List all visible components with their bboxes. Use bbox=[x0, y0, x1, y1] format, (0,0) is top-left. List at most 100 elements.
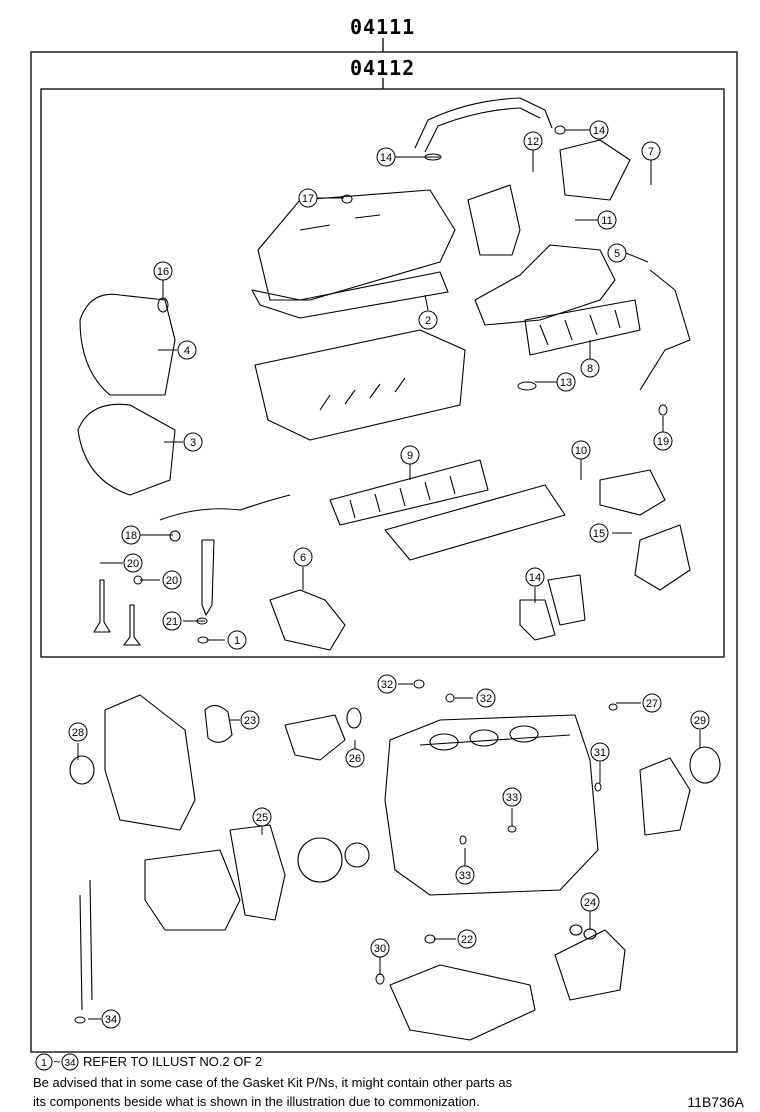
intake-gasket-shape bbox=[329, 459, 489, 526]
range-tilde: ~ bbox=[53, 1055, 60, 1069]
water-inlet-shape bbox=[284, 714, 346, 761]
refer-note: REFER TO ILLUST NO.2 OF 2 bbox=[83, 1054, 263, 1069]
rear-seal-retainer-shape bbox=[639, 757, 691, 836]
callout-circle bbox=[162, 570, 182, 590]
callout-circle bbox=[590, 742, 610, 762]
callout-labels: 14 14 12 7 17 11 5 16 2 4 8 13 3 19 9 10… bbox=[72, 125, 706, 1026]
callout-label: 1 bbox=[234, 635, 240, 647]
kit-code-outer: 04111 bbox=[350, 15, 416, 39]
callout-circle bbox=[370, 938, 390, 958]
callout-circle bbox=[162, 611, 182, 631]
callout-label: 26 bbox=[349, 753, 361, 765]
callout-label: 17 bbox=[302, 193, 314, 205]
callout-label: 7 bbox=[648, 146, 654, 158]
part-sketches bbox=[69, 97, 721, 1041]
callout-label: 21 bbox=[166, 616, 178, 628]
callout-circle bbox=[400, 445, 420, 465]
callout-circle bbox=[589, 120, 609, 140]
range-to-label: 34 bbox=[64, 1058, 76, 1069]
valve-right-shape bbox=[123, 604, 141, 646]
cylinder-bores-shape bbox=[429, 725, 539, 751]
callout-circle bbox=[589, 523, 609, 543]
callout-circle bbox=[690, 710, 710, 730]
callout-label: 6 bbox=[300, 552, 306, 564]
callout-label: 23 bbox=[244, 715, 256, 727]
valve-left-shape bbox=[93, 579, 111, 633]
callout-circle bbox=[523, 131, 543, 151]
range-from-label: 1 bbox=[41, 1058, 47, 1069]
egr-valve-shape bbox=[519, 574, 586, 641]
injector-shape bbox=[201, 539, 215, 616]
callout-label: 28 bbox=[72, 727, 84, 739]
timing-cover-lower-shape bbox=[77, 403, 176, 496]
callout-circle bbox=[502, 787, 522, 807]
callout-circle bbox=[177, 340, 197, 360]
advisory-line-2: its components beside what is shown in t… bbox=[33, 1094, 480, 1109]
callout-circle bbox=[597, 210, 617, 230]
callout-circle bbox=[227, 630, 247, 650]
intake-manifold-shape bbox=[384, 484, 566, 561]
callout-circle bbox=[571, 440, 591, 460]
o-ring-24-shape bbox=[569, 924, 597, 940]
kit-code-inner: 04112 bbox=[350, 56, 416, 80]
water-pump-gasket-shape bbox=[229, 824, 286, 921]
callout-label: 32 bbox=[381, 679, 393, 691]
callout-circle bbox=[641, 141, 661, 161]
footer-range: 1 ~ 34 bbox=[35, 1053, 79, 1071]
callout-label: 27 bbox=[646, 698, 658, 710]
seal-28-shape bbox=[69, 755, 95, 785]
callout-circle bbox=[183, 432, 203, 452]
callout-circle bbox=[556, 372, 576, 392]
callout-label: 3 bbox=[190, 437, 196, 449]
callout-label: 14 bbox=[529, 572, 541, 584]
callout-label: 29 bbox=[694, 715, 706, 727]
front-case-shape bbox=[104, 694, 196, 831]
callout-label: 15 bbox=[593, 528, 605, 540]
callout-label: 22 bbox=[461, 934, 473, 946]
callout-label: 18 bbox=[125, 530, 137, 542]
glow-harness-shape bbox=[159, 494, 291, 521]
callout-label: 12 bbox=[527, 136, 539, 148]
o-ring-23-shape bbox=[204, 704, 233, 743]
callout-circle bbox=[642, 693, 662, 713]
kit-frames bbox=[30, 38, 738, 1053]
callout-label: 24 bbox=[584, 897, 596, 909]
seal-26-shape bbox=[346, 707, 362, 729]
callout-label: 20 bbox=[166, 575, 178, 587]
callout-circle bbox=[240, 710, 260, 730]
callout-label: 11 bbox=[601, 215, 612, 227]
cylinder-head-shape bbox=[254, 329, 466, 441]
callout-label: 19 bbox=[657, 436, 669, 448]
small-parts bbox=[74, 125, 668, 1024]
oil-cooler-shape bbox=[554, 929, 626, 1001]
callout-label: 33 bbox=[459, 870, 471, 882]
turbo-shape bbox=[467, 139, 631, 256]
head-cover-shape bbox=[257, 189, 456, 301]
callouts bbox=[68, 120, 710, 1029]
water-outlet-shape bbox=[269, 589, 346, 651]
callout-circle bbox=[455, 865, 475, 885]
pulley-shape bbox=[297, 837, 370, 883]
callout-circle bbox=[293, 547, 313, 567]
callout-circle bbox=[121, 525, 141, 545]
exhaust-manifold-shape bbox=[474, 244, 616, 326]
callout-circle bbox=[153, 261, 173, 281]
seal-29-shape bbox=[689, 746, 721, 784]
leader-lines bbox=[77, 129, 701, 1020]
callout-circle bbox=[376, 147, 396, 167]
callout-label: 14 bbox=[380, 152, 392, 164]
exhaust-gasket-shape bbox=[524, 299, 641, 356]
callout-label: 10 bbox=[575, 445, 587, 457]
callout-circle bbox=[525, 567, 545, 587]
callout-circle bbox=[580, 358, 600, 378]
callout-label: 5 bbox=[614, 248, 620, 260]
callout-circle bbox=[123, 553, 143, 573]
callout-label: 31 bbox=[594, 747, 606, 759]
callout-circle bbox=[345, 748, 365, 768]
callout-label: 20 bbox=[127, 558, 139, 570]
callout-label: 25 bbox=[256, 812, 268, 824]
callout-label: 2 bbox=[425, 315, 431, 327]
callout-label: 34 bbox=[105, 1014, 117, 1026]
callout-circle bbox=[252, 807, 272, 827]
